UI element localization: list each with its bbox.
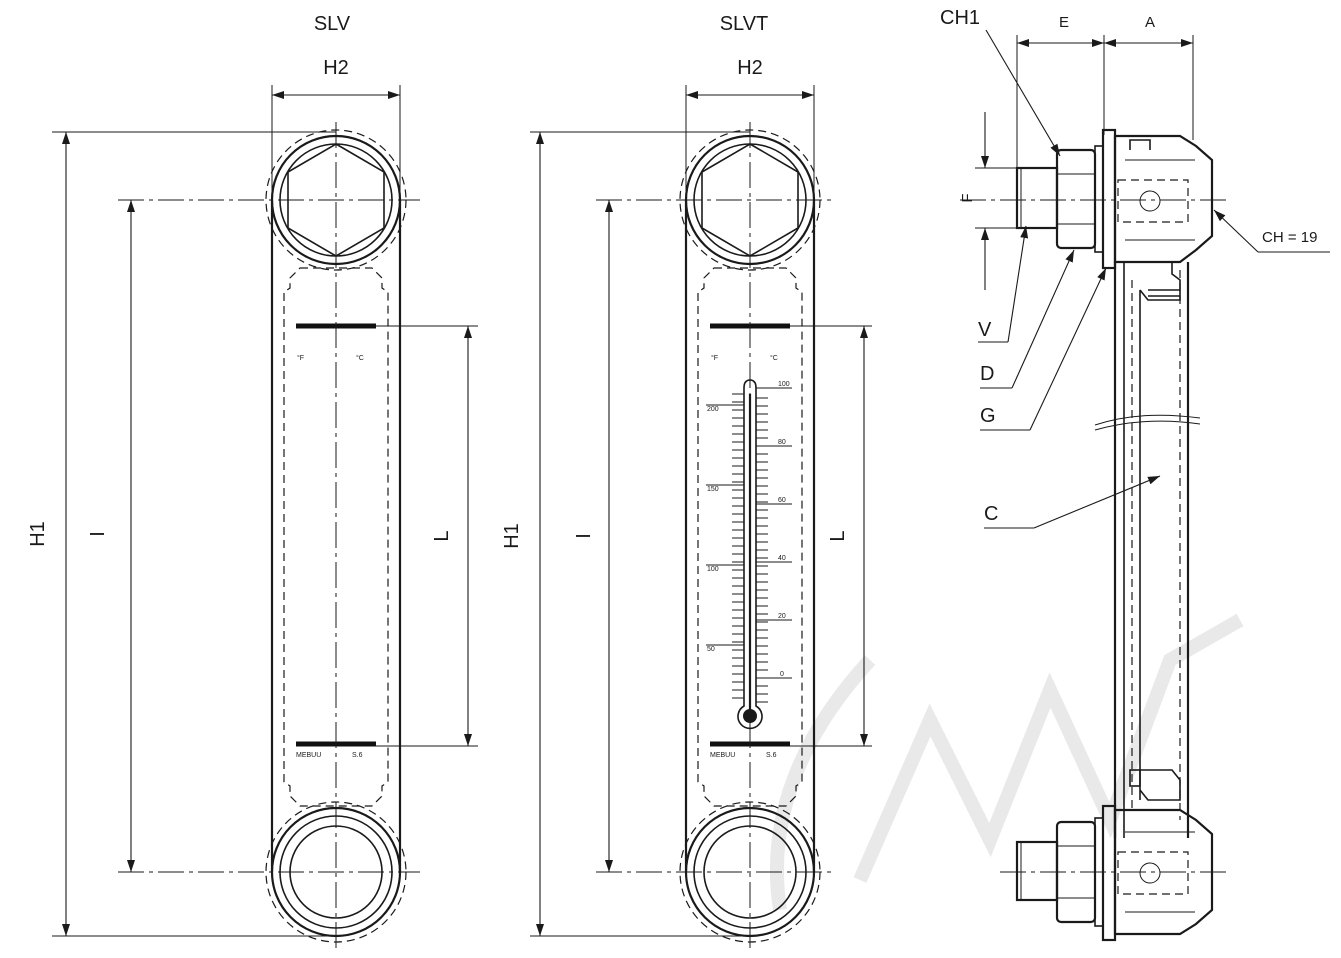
scale-f-150: 150: [707, 486, 719, 493]
side-g-label: G: [980, 405, 996, 427]
ch19-leader: [1213, 209, 1259, 253]
slv-view: SLV H2 °F °C MEBUU S.6 H1: [27, 13, 478, 950]
slvt-temp-c: °C: [770, 354, 778, 362]
c-leader: [1033, 475, 1161, 529]
slvt-view: SLVT H2 °F °C MEBUU S.6: [501, 13, 872, 950]
bottom-head: [1113, 808, 1214, 936]
slv-title: SLV: [314, 13, 351, 35]
ch1-leader: [985, 29, 1061, 157]
thermometer-tube: [737, 379, 763, 730]
side-c-label: C: [984, 503, 998, 525]
v-leader: [1007, 225, 1029, 343]
slv-temp-f: °F: [297, 354, 304, 362]
slv-h2-label: H2: [323, 57, 349, 79]
scale-f-50: 50: [707, 646, 715, 653]
side-view: E A CH1 F CH = 19 V D G: [940, 7, 1330, 942]
scale-c-40: 40: [778, 555, 786, 562]
side-v-label: V: [978, 319, 992, 341]
scale-c-80: 80: [778, 439, 786, 446]
slv-sight-window: [283, 267, 389, 807]
side-ch1-label: CH1: [940, 7, 980, 29]
top-washer-g: [1094, 145, 1104, 253]
side-ch19-label: CH = 19: [1262, 229, 1317, 246]
slvt-sight-window: [697, 267, 803, 807]
slv-temp-c: °C: [356, 354, 364, 362]
slv-i-label: I: [87, 531, 109, 537]
watermark-logo: [769, 613, 1244, 912]
side-d-label: D: [980, 363, 994, 385]
scale-c-20: 20: [778, 613, 786, 620]
side-f-label: F: [959, 193, 976, 202]
scale-c-60: 60: [778, 497, 786, 504]
scale-c-0: 0: [780, 671, 784, 678]
slvt-title: SLVT: [720, 13, 769, 35]
top-hex-nut-ch1: [1055, 148, 1097, 250]
slv-mark-left: MEBUU: [296, 752, 321, 759]
slvt-temp-f: °F: [711, 354, 718, 362]
scale-f-200: 200: [707, 406, 719, 413]
slvt-h1-label: H1: [501, 523, 523, 549]
slvt-mark-right: S.6: [766, 752, 777, 759]
top-gasket-d: [1101, 128, 1117, 270]
thermometer-ticks: [732, 393, 768, 703]
bottom-threaded-stud: [1015, 840, 1059, 902]
thermometer: 200 150 100 50 100 80 60 40 20 0: [706, 379, 792, 730]
side-e-label: E: [1059, 14, 1069, 31]
break-line: [1094, 414, 1201, 426]
slvt-i-label: I: [573, 533, 595, 539]
d-leader: [1011, 249, 1075, 389]
g-leader: [1029, 267, 1107, 431]
slvt-mark-left: MEBUU: [710, 752, 735, 759]
scale-f-100: 100: [707, 566, 719, 573]
top-head-ch19: [1113, 134, 1214, 264]
slvt-l-label: L: [827, 530, 849, 541]
slv-l-label: L: [431, 530, 453, 541]
scale-c-100: 100: [778, 381, 790, 388]
slvt-h2-label: H2: [737, 57, 763, 79]
top-threaded-stud: [1015, 166, 1059, 230]
slv-h1-label: H1: [27, 521, 49, 547]
side-a-label: A: [1145, 14, 1155, 31]
slv-mark-right: S.6: [352, 752, 363, 759]
